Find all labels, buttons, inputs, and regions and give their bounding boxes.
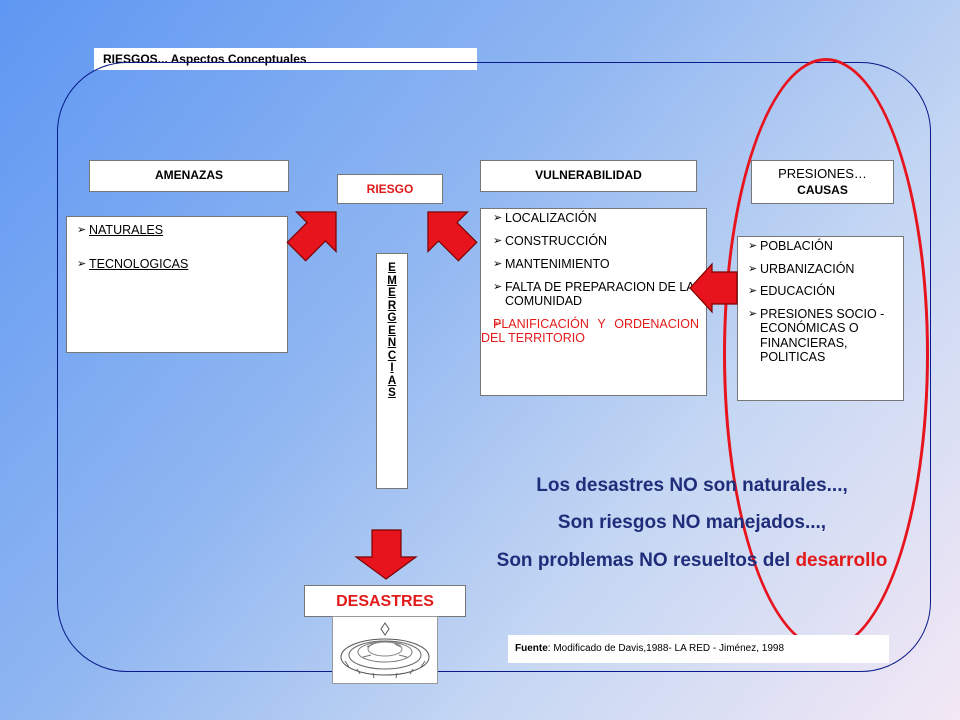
message-line-3-highlight: desarrollo: [795, 550, 888, 571]
emergencias-letter: N: [387, 337, 397, 349]
message-line-3: Son problemas NO resueltos del desarroll…: [432, 550, 952, 572]
disaster-illustration: [332, 616, 438, 684]
disaster-spiral-image: [340, 622, 430, 679]
message-line-3-prefix: Son problemas NO resueltos del: [496, 550, 796, 571]
list-item-highlight: PLANIFICACIÓN Y ORDENACION DEL TERRITORI…: [481, 317, 699, 345]
source-box: Fuente: Modificado de Davis,1988- LA RED…: [508, 635, 889, 663]
list-item: CONSTRUCCIÓN: [493, 234, 699, 248]
source-label: Fuente: [515, 643, 548, 654]
message-line-1: Los desastres NO son naturales...,: [536, 475, 848, 496]
vulnerabilidad-header: VULNERABILIDAD: [480, 160, 697, 192]
emergencias-letter: C: [387, 349, 397, 362]
message-line-2: Son riesgos NO manejados...,: [557, 512, 827, 533]
emergencias-letter: E: [388, 262, 396, 274]
emergencias-letter: I: [390, 362, 394, 374]
riesgo-header-label: RIESGO: [366, 182, 414, 196]
vulnerabilidad-list-box: LOCALIZACIÓN CONSTRUCCIÓN MANTENIMIENTO …: [480, 208, 707, 396]
emergencias-letter: G: [387, 312, 397, 324]
desastres-box: DESASTRES: [304, 585, 466, 617]
emergencias-letter: E: [388, 324, 396, 337]
emergencias-letter: E: [388, 287, 396, 299]
list-item: MANTENIMIENTO: [493, 257, 699, 271]
amenazas-header-label: AMENAZAS: [155, 168, 223, 182]
vulnerabilidad-header-label: VULNERABILIDAD: [535, 168, 642, 182]
source-text: : Modificado de Davis,1988- LA RED - Jim…: [547, 643, 785, 654]
emergencias-letter: R: [387, 299, 397, 312]
amenazas-list: NATURALES TECNOLOGICAS: [77, 223, 188, 271]
list-item: FALTA DE PREPARACION DE LA COMUNIDAD: [493, 280, 695, 308]
desastres-label: DESASTRES: [336, 593, 434, 610]
amenazas-header: AMENAZAS: [89, 160, 289, 192]
list-item: NATURALES: [77, 223, 188, 237]
list-item: TECNOLOGICAS: [77, 257, 188, 271]
riesgo-header: RIESGO: [337, 174, 443, 204]
emergencias-letter: A: [387, 374, 397, 387]
list-item: LOCALIZACIÓN: [493, 211, 699, 225]
emergencias-letter: S: [388, 387, 396, 399]
emergencias-letter: M: [387, 274, 397, 287]
amenazas-list-box: NATURALES TECNOLOGICAS: [66, 216, 288, 353]
diagram-frame: [57, 62, 931, 672]
vulnerabilidad-list: LOCALIZACIÓN CONSTRUCCIÓN MANTENIMIENTO …: [481, 211, 699, 345]
